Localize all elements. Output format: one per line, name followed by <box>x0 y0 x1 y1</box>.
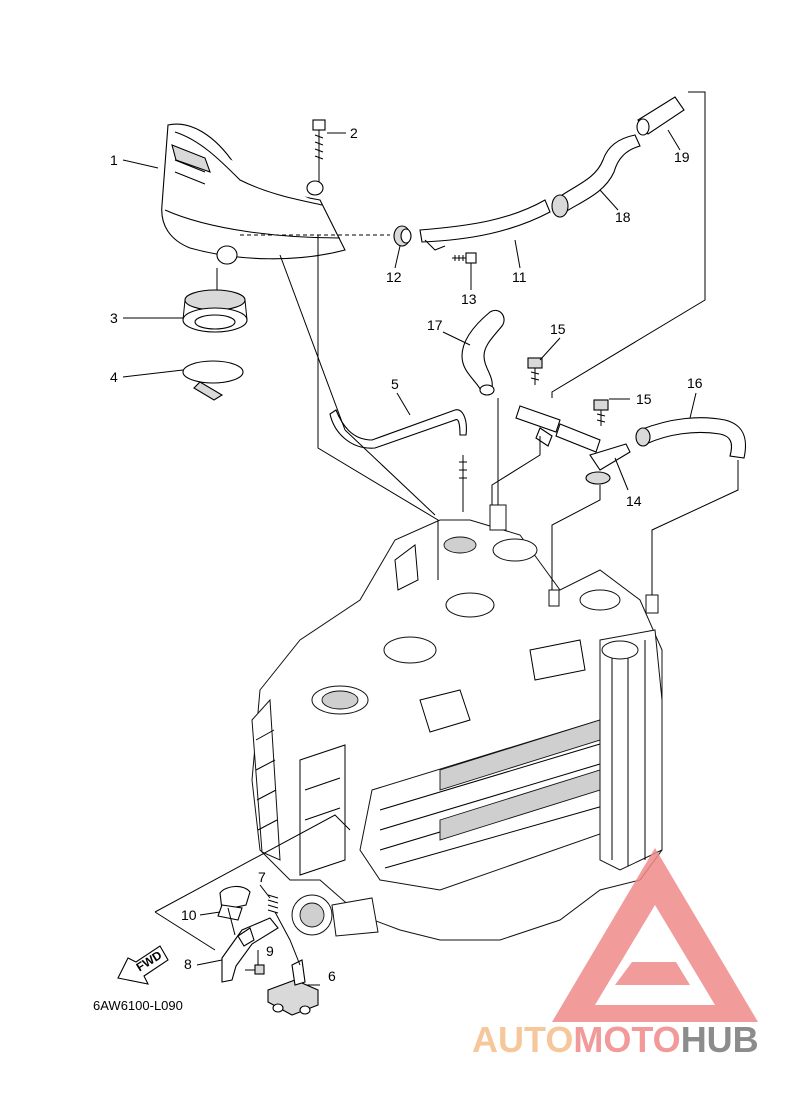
part-15-bolt-b <box>593 399 609 426</box>
callout-15b: 15 <box>636 391 652 407</box>
callout-numbers: 1 2 3 4 5 6 7 8 9 10 11 12 13 14 15 15 1… <box>110 125 703 984</box>
callout-6: 6 <box>328 968 336 984</box>
part-17-hose <box>461 309 505 396</box>
callout-2: 2 <box>350 125 358 141</box>
fwd-direction-arrow: FWD <box>117 945 169 985</box>
callout-12: 12 <box>386 269 402 285</box>
part-2-bolt <box>312 119 326 182</box>
part-9-screw <box>245 964 265 975</box>
watermark-logo <box>552 848 758 1022</box>
engine-block <box>251 504 663 941</box>
diagram-code: 6AW6100-L090 <box>93 998 183 1013</box>
callout-7: 7 <box>258 869 266 885</box>
callout-8: 8 <box>184 956 192 972</box>
callout-14: 14 <box>626 493 642 509</box>
part-8-bracket <box>221 917 279 983</box>
reference-lines <box>154 91 739 966</box>
part-7-spring <box>267 894 279 914</box>
part-15-bolt-a <box>527 357 543 385</box>
callout-16: 16 <box>687 375 703 391</box>
part-13-screw <box>452 252 477 264</box>
part-4-band <box>182 360 244 401</box>
part-11-hose <box>419 199 551 251</box>
part-14-joint <box>515 405 631 485</box>
callout-1: 1 <box>110 152 118 168</box>
callout-9: 9 <box>266 943 274 959</box>
part-16-hose <box>635 417 747 459</box>
callout-leaders <box>122 129 697 986</box>
part-12-grommet <box>393 225 412 247</box>
callout-11: 11 <box>512 269 527 285</box>
callout-18: 18 <box>615 209 631 225</box>
watermark-text: AUTOMOTOHUB <box>472 1019 759 1060</box>
part-5-hose <box>329 409 467 512</box>
part-6-sensor <box>267 959 319 1016</box>
part-19-sleeve <box>636 96 685 136</box>
callout-19: 19 <box>674 149 690 165</box>
callout-3: 3 <box>110 310 118 326</box>
callout-17: 17 <box>427 317 443 333</box>
part-18-hose <box>551 134 641 218</box>
part-10-clip <box>217 885 251 921</box>
callout-15a: 15 <box>550 321 566 337</box>
part-1-silencer-cover <box>161 123 390 265</box>
callout-10: 10 <box>181 907 197 923</box>
callout-4: 4 <box>110 369 118 385</box>
part-3-grommet <box>182 289 248 333</box>
callout-13: 13 <box>461 291 477 307</box>
callout-5: 5 <box>391 376 399 392</box>
